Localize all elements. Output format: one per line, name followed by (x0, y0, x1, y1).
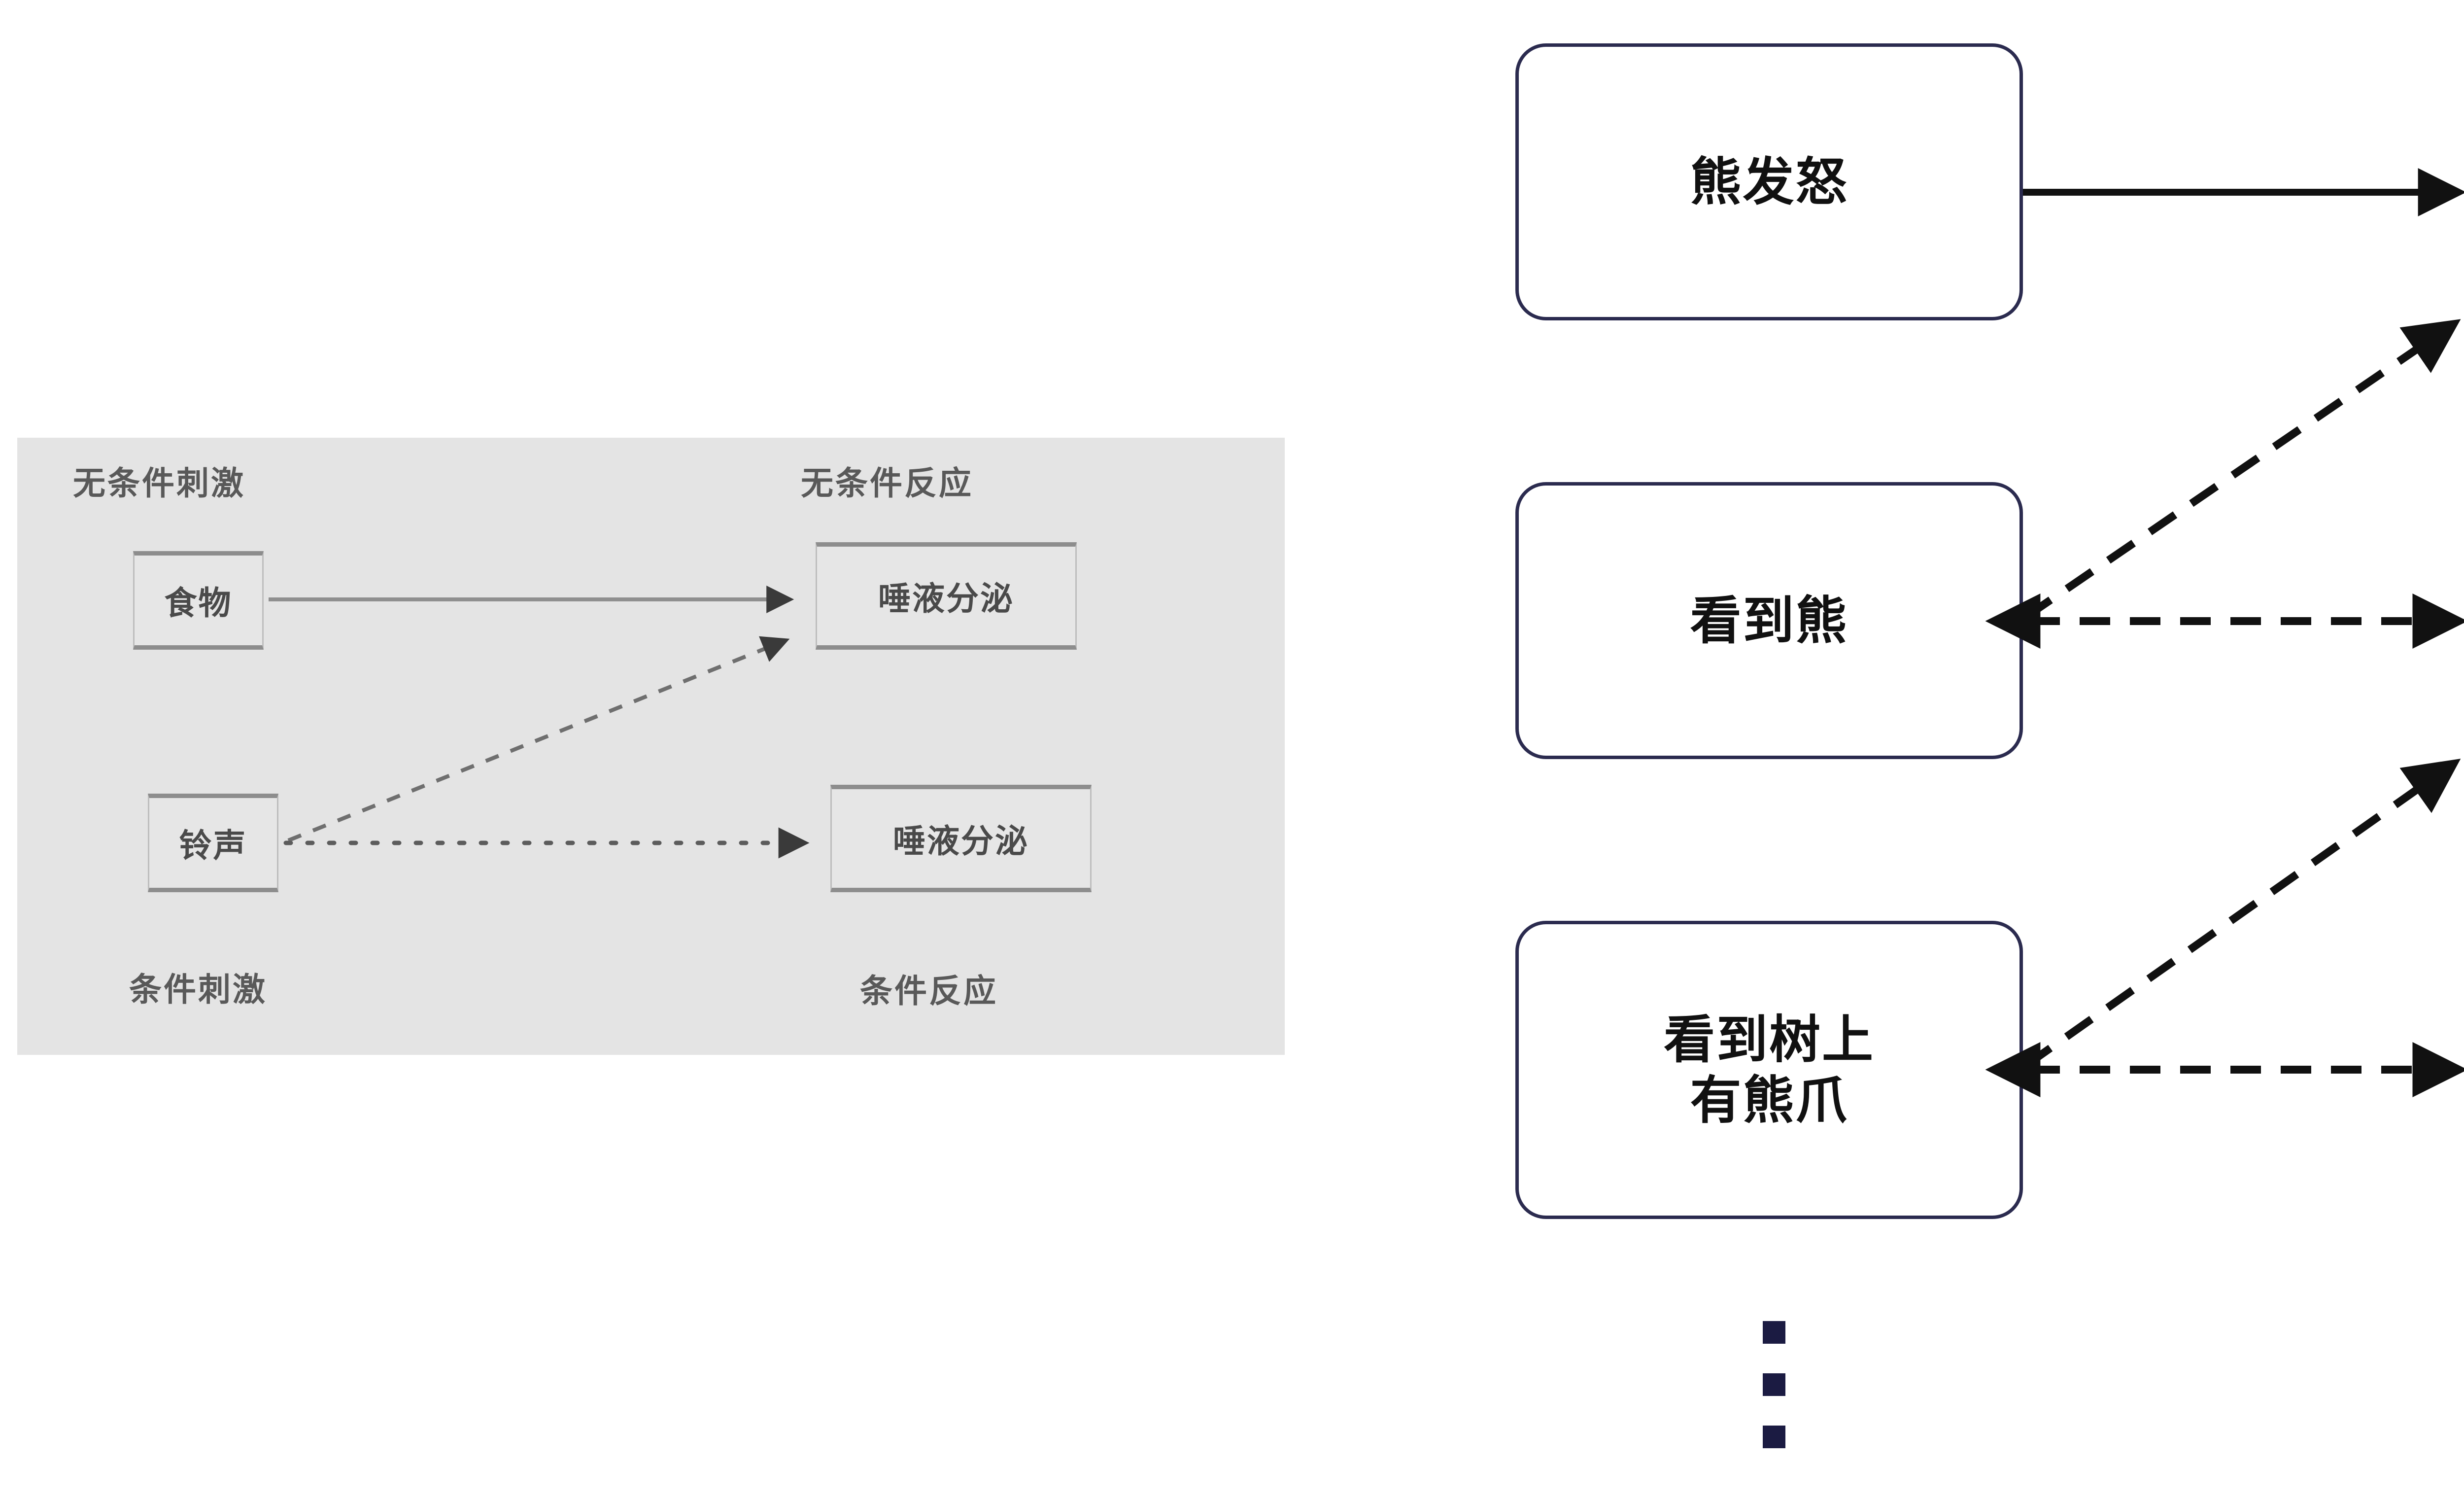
pavlov-box-saliva-2-label: 唾液分泌 (893, 822, 1029, 860)
ellipsis-dot (1763, 1426, 1785, 1448)
rl-node-bear-angry: 熊发怒 (1515, 43, 2023, 320)
pavlov-box-saliva-1: 唾液分泌 (816, 542, 1077, 650)
pavlov-label-conditioned-response: 条件反应 (860, 972, 998, 1010)
rl-node-see-bear: 看到熊 (1515, 482, 2023, 759)
pavlov-box-saliva-1-label: 唾液分泌 (878, 580, 1014, 618)
rl-node-see-claw-line-1: 看到树上 (1663, 1009, 1875, 1070)
pavlov-panel (17, 438, 1285, 1055)
pavlov-label-conditioned-stimulus: 条件刺激 (129, 971, 267, 1009)
pavlov-label-unconditioned-stimulus: 无条件刺激 (73, 464, 245, 502)
rl-node-see-claw: 看到树上 有熊爪 (1515, 921, 2023, 1219)
pavlov-box-food: 食物 (133, 551, 264, 650)
pavlov-arrow-bell-to-saliva1 (287, 636, 790, 842)
rl-node-see-bear-label: 看到熊 (1690, 590, 1848, 651)
rl-arrow-see-bear-to-reward (2023, 319, 2461, 621)
pavlov-box-food-label: 食物 (164, 584, 233, 622)
rl-node-see-claw-line-2: 有熊爪 (1690, 1070, 1848, 1130)
rl-ellipsis-left (1763, 1321, 1785, 1448)
pavlov-box-bell: 铃声 (148, 794, 278, 892)
ellipsis-dot (1763, 1321, 1785, 1344)
pavlov-box-saliva-2: 唾液分泌 (830, 785, 1092, 892)
ellipsis-dot (1763, 1373, 1785, 1396)
pavlov-label-unconditioned-response: 无条件反应 (801, 464, 973, 502)
rl-node-bear-angry-label: 熊发怒 (1690, 151, 1848, 212)
pavlov-box-bell-label: 铃声 (179, 827, 247, 865)
rl-arrow-see-claw-to-v-s-next (2023, 759, 2461, 1069)
rl-node-see-claw-label: 看到树上 有熊爪 (1664, 1010, 1875, 1130)
